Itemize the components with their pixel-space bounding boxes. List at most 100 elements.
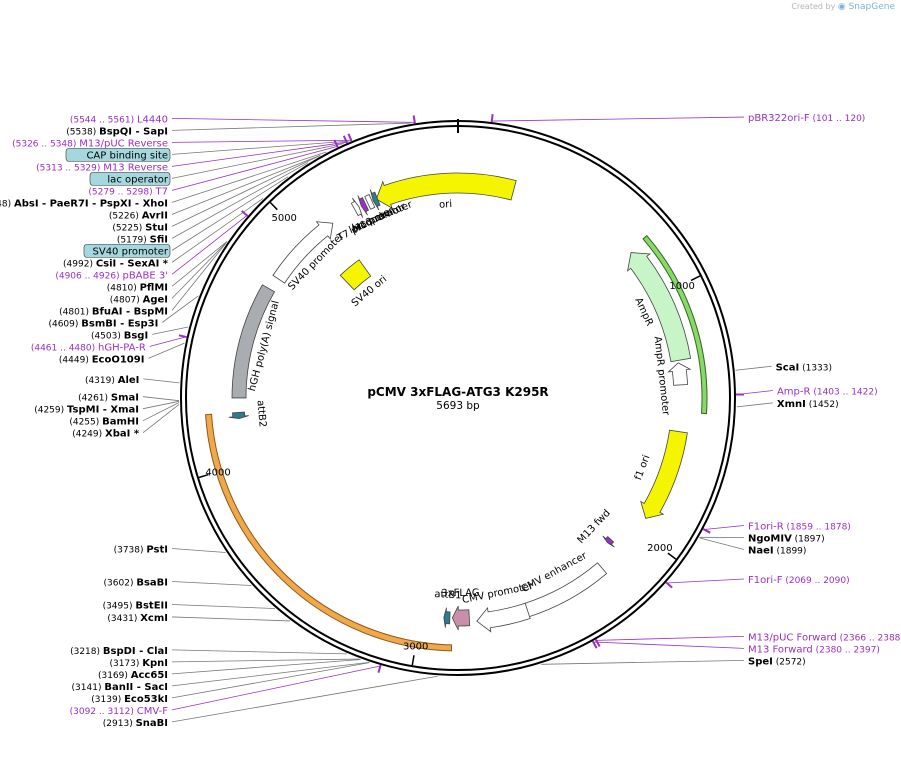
leader-t7 [171,146,338,191]
label-bsmbi: (4609) BsmBI - Esp3I [48,318,158,329]
label-part-1: SnaBI [136,718,168,729]
label-part-1: BamHI [102,417,139,428]
feature-f1-ori [640,429,688,519]
label-box-sv40-promoter [83,244,171,258]
label-part-0: SpeI [748,656,773,667]
label-part-2: - Esp3I [117,318,159,329]
leader-bspqi [171,122,411,131]
label-part-2: (2572) [773,657,806,667]
insert-highlight [205,413,453,652]
label-csii: (4992) CsiI - SexAI * [63,258,169,269]
leader-xbai [142,404,180,434]
label-part-0: (3738) [114,545,147,555]
label-box-cap-binding-site [65,148,171,162]
leader-xcmi [171,616,291,622]
feature-label-f1-ori: f1 ori [633,454,652,482]
feature-lac-operator [364,194,376,210]
label-tspmi: (4259) TspMI - XmaI [34,405,139,416]
leader-cap-binding-site [171,140,350,155]
leader-avrii [171,154,321,215]
label-part-0: (5226) [109,211,142,221]
feature-attb1 [443,607,451,628]
label-bspqi: (5538) BspQI - SapI [66,126,168,137]
label-part-1: KpnI [142,658,168,669]
label-part-0: (4319) [85,376,118,386]
leader-sfii [171,162,309,239]
leader-m13-puc-forward [596,635,745,641]
feature-t7-promoter [350,197,364,218]
label-part-0: ScaI [776,362,800,373]
label-bamhi: (4255) BamHI [69,417,139,428]
label-part-0: M13/pUC Forward [748,632,837,643]
label-box-lac-operator [89,172,171,186]
primer-mark-pbabe-3 [241,210,249,217]
label-part-1: AvrII [142,210,168,221]
feature-ori [375,172,517,210]
label-xcmi: (3431) XcmI [107,613,168,624]
label-part-1: PstI [146,544,168,555]
label-m13-puc-forward: M13/pUC Forward (2366 .. 2388) [748,632,901,643]
label-part-1: BstEII [135,601,168,612]
leader-agei [171,241,227,299]
primer-mark-cmv-f [377,664,382,673]
label-part-2: - BspMI [122,306,168,317]
primer-mark-m13-puc-forward [594,639,601,647]
label-part-1: SfiI [150,234,168,245]
label-part-1: pBABE 3' [122,270,168,281]
label-part-0: F1ori-F [748,575,783,586]
leader-xmni [736,402,773,408]
label-eco53ki: (3139) Eco53kI [91,694,168,705]
label-part-0: XmnI [777,399,806,410]
label-part-2: (2366 .. 2388) [837,633,901,643]
label-part-2: - ClaI [136,646,168,657]
label-part-1: AleI [118,375,140,386]
snapgene-credit: Created by ◉ SnapGene [791,2,895,12]
label-part-0: (5538) [66,127,99,137]
feature-m13-fwd [602,535,615,548]
leader-f1ori-f [666,578,745,584]
label-m13-reverse: (5313 .. 5329) M13 Reverse [36,162,168,173]
label-snabi: (2913) SnaBI [103,718,168,729]
label-part-0: (3173) [109,659,142,669]
label-part-1: AgeI [143,294,168,305]
label-part-0: Amp-R [777,387,811,398]
label-part-0: (5326 .. 5348) [12,139,79,149]
leader-bsabi [171,581,252,586]
label-part-1: EcoO109I [92,354,145,365]
leader-snabi [171,675,438,723]
label-pbr322ori-f: pBR322ori-F (101 .. 120) [748,113,865,124]
plasmid-title-group: pCMV 3xFLAG-ATG3 K295R 5693 bp [367,385,548,412]
label-part-1: Eco53kI [124,694,168,705]
label-part-0: (4906 .. 4926) [55,271,122,281]
primer-mark-m13-reverse [342,135,348,144]
label-scai: ScaI (1333) [776,362,832,373]
feature-label-attb2: attB2 [255,400,268,428]
label-part-2: - XmaI [99,405,139,416]
label-absi: (5248) AbsI - PaeR7I - PspXI - XhoI [0,198,168,209]
leader-alei [143,378,180,384]
label-part-0: pBR322ori-F [748,113,810,124]
leader-m13-puc-reverse [171,139,352,143]
label-part-0: (3092 .. 3112) [70,707,137,717]
feature-attb2 [228,411,249,419]
label-part-0: (5248) [0,199,14,209]
label-spei: SpeI (2572) [748,656,806,667]
label-m13-forward: M13 Forward (2380 .. 2397) [748,644,880,655]
label-part-2: (1899) [774,547,807,557]
primer-mark-l4440 [412,115,416,124]
label-cap-binding-site: CAP binding site [86,150,168,161]
label-part-0: (4255) [69,418,102,428]
label-part-0: (4503) [91,331,124,341]
label-agei: (4807) AgeI [110,294,168,305]
leader-l4440 [171,117,415,123]
snapgene-logo: ◉ SnapGene [837,2,895,12]
label-part-1: TspMI [67,405,99,416]
feature-sv40-promoter [272,221,334,284]
label-xbai: (4249) XbaI * [72,429,140,440]
label-hgh-pa-r: (4461 .. 4480) hGH-PA-R [31,342,146,353]
tick-3000 [411,655,415,666]
label-f1ori-r: F1ori-R (1859 .. 1878) [748,522,851,533]
label-part-1: PflMI [140,282,168,293]
label-part-1: M13 Reverse [103,162,168,173]
